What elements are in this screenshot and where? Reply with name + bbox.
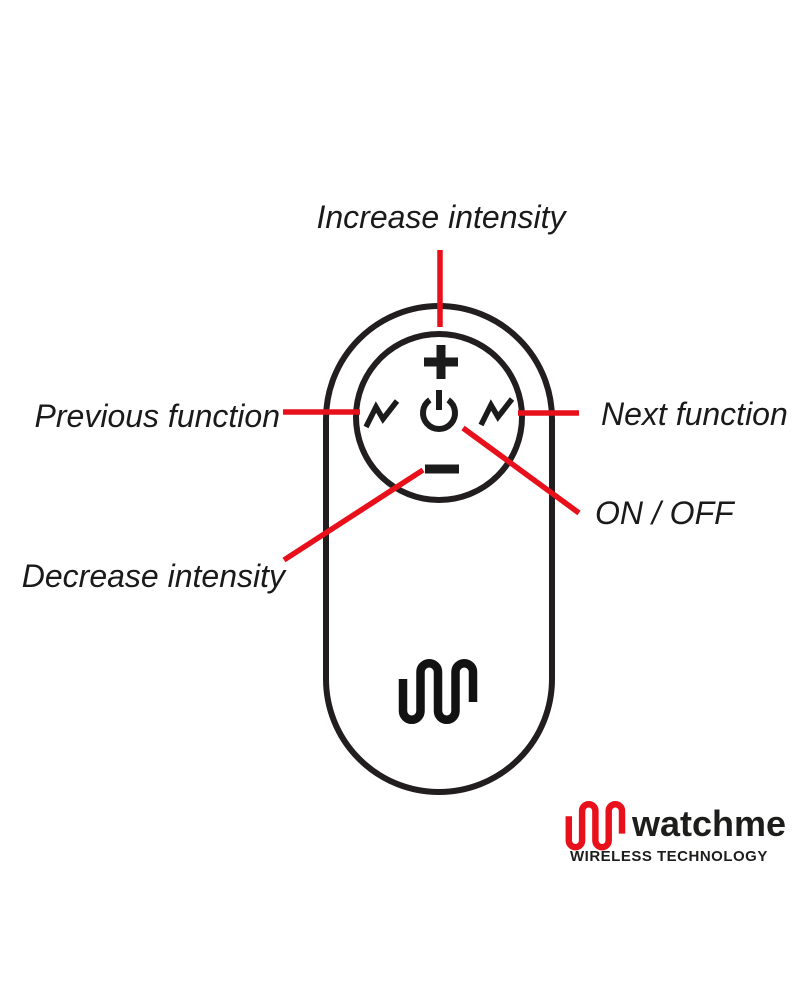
increase-intensity-label: Increase intensity — [316, 199, 566, 235]
next-function-label: Next function — [601, 396, 788, 432]
wave-previous-icon — [363, 399, 400, 429]
brand-logo-icon — [565, 801, 626, 851]
previous-function-label: Previous function — [34, 398, 280, 434]
decrease-callout-line — [282, 467, 425, 563]
brand-name: watchme — [632, 803, 787, 844]
power-icon — [420, 390, 458, 432]
button-cluster-circle — [353, 331, 525, 503]
brand-mark-icon — [398, 659, 478, 724]
brand-tagline: WIRELESS TECHNOLOGY — [570, 848, 768, 865]
plus-icon — [424, 345, 458, 379]
onoff-callout-line — [461, 425, 581, 516]
decrease-intensity-label: Decrease intensity — [21, 558, 285, 594]
wave-next-icon — [478, 397, 515, 427]
on-off-label: ON / OFF — [595, 495, 734, 531]
